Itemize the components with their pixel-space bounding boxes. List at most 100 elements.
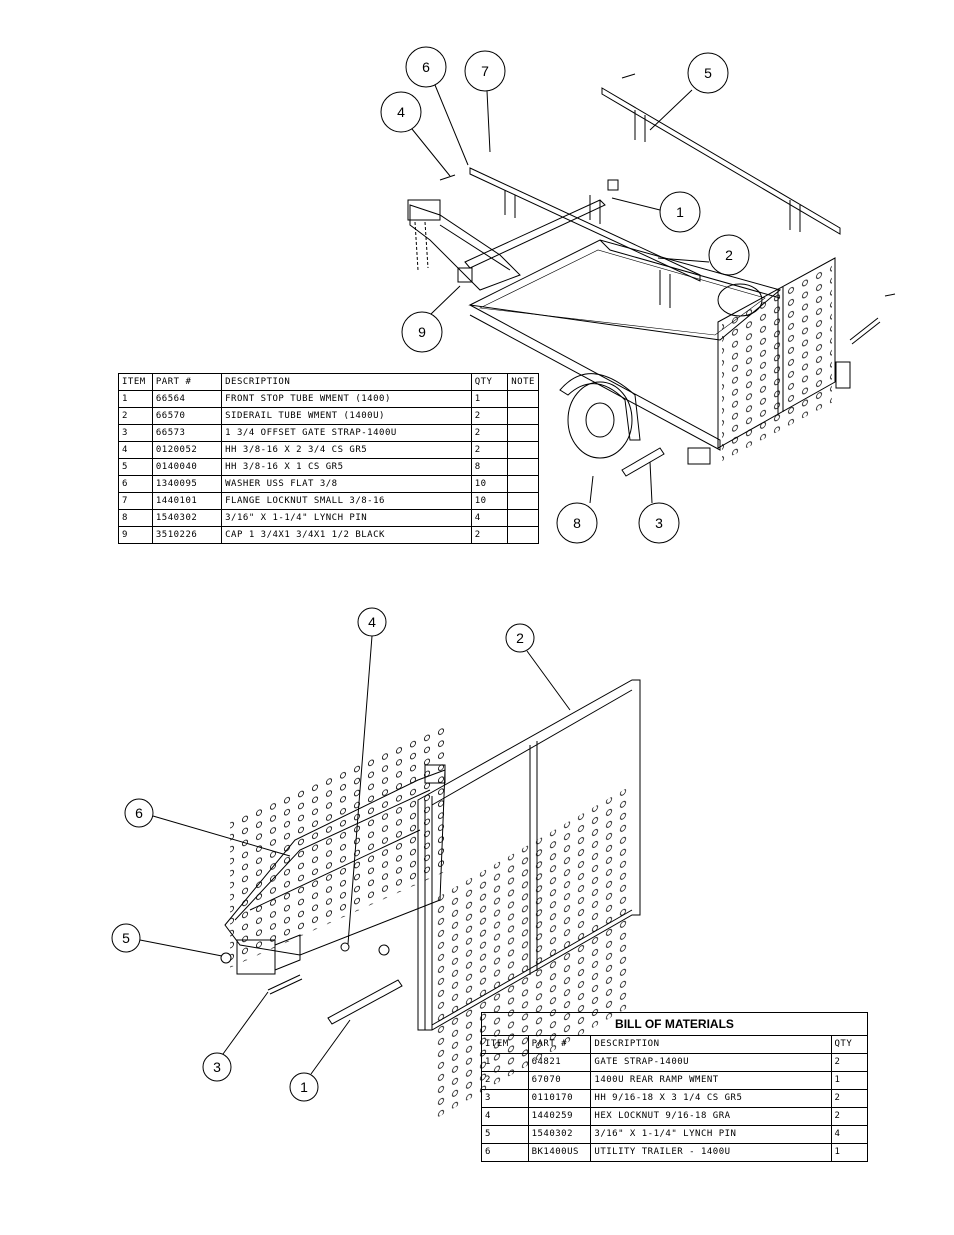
cell-description: FLANGE LOCKNUT SMALL 3/8-16 <box>221 492 472 510</box>
cell-qty: 2 <box>830 1053 869 1072</box>
cell-description: WASHER USS FLAT 3/8 <box>221 475 472 493</box>
balloon-label-5: 5 <box>704 65 712 81</box>
cell-part: 66570 <box>151 407 223 425</box>
bom-table-bottom: BILL OF MATERIALS ITEM PART # DESCRIPTIO… <box>481 1012 869 1162</box>
cell-item: 7 <box>118 492 153 510</box>
cell-description: HH 9/16-18 X 3 1/4 CS GR5 <box>590 1089 832 1108</box>
cell-description: FRONT STOP TUBE WMENT (1400) <box>221 390 472 408</box>
header-description: DESCRIPTION <box>590 1035 832 1054</box>
cell-qty: 2 <box>830 1107 869 1126</box>
cell-part: 1540302 <box>527 1125 592 1144</box>
cell-part: 1440101 <box>151 492 223 510</box>
header-description: DESCRIPTION <box>221 373 472 391</box>
balloon-label-1: 1 <box>676 204 684 220</box>
cell-qty: 10 <box>470 492 509 510</box>
cell-note <box>507 441 539 459</box>
balloon-label-b5: 5 <box>122 930 130 946</box>
cell-item: 1 <box>481 1053 529 1072</box>
balloon-b3 <box>202 1052 232 1082</box>
cell-note <box>507 390 539 408</box>
cell-description: UTILITY TRAILER - 1400U <box>590 1143 832 1162</box>
cell-item: 2 <box>481 1071 529 1090</box>
header-note: NOTE <box>507 373 539 391</box>
cell-description: GATE STRAP-1400U <box>590 1053 832 1072</box>
cell-part: 66573 <box>151 424 223 442</box>
cell-part: 1340095 <box>151 475 223 493</box>
cell-item: 4 <box>481 1107 529 1126</box>
cell-note <box>507 475 539 493</box>
safety-chain <box>414 221 429 271</box>
cell-qty: 2 <box>830 1089 869 1108</box>
siderail-tube-left <box>469 167 701 282</box>
cell-item: 4 <box>118 441 153 459</box>
cell-description: SIDERAIL TUBE WMENT (1400U) <box>221 407 472 425</box>
header-qty: QTY <box>830 1035 869 1054</box>
balloon-label-b6: 6 <box>135 805 143 821</box>
cell-part: 1540302 <box>151 509 223 527</box>
rear-ramp-frame <box>417 679 641 1031</box>
cell-description: HEX LOCKNUT 9/16-18 GRA <box>590 1107 832 1126</box>
balloon-label-4: 4 <box>397 104 405 120</box>
balloon-label-8: 8 <box>573 515 581 531</box>
cell-item: 2 <box>118 407 153 425</box>
cell-part: 0120052 <box>151 441 223 459</box>
balloon-label-b4: 4 <box>368 614 376 630</box>
bom-header-row: ITEM PART # DESCRIPTION QTY NOTE <box>118 373 539 391</box>
cell-qty: 8 <box>470 458 509 476</box>
balloon-label-7: 7 <box>481 63 489 79</box>
balloon-label-b1: 1 <box>300 1079 308 1095</box>
cell-qty: 2 <box>470 526 509 544</box>
cell-part: 1440259 <box>527 1107 592 1126</box>
header-part: PART # <box>527 1035 592 1054</box>
coupler <box>407 199 441 221</box>
cell-qty: 2 <box>470 424 509 442</box>
gate-strap <box>621 447 665 477</box>
cell-part: BK1400US <box>527 1143 592 1162</box>
cell-item: 3 <box>481 1089 529 1108</box>
balloons-top <box>380 46 750 544</box>
siderail-tube-right <box>601 87 841 235</box>
cell-description: 3/16" X 1-1/4" LYNCH PIN <box>221 509 472 527</box>
trailer-assembly <box>407 73 896 477</box>
cell-item: 6 <box>118 475 153 493</box>
cell-qty: 1 <box>470 390 509 408</box>
balloon-3 <box>638 502 680 544</box>
header-qty: QTY <box>470 373 509 391</box>
balloons-bottom <box>111 607 571 1102</box>
balloon-labels-bottom: 1 2 3 4 5 6 <box>122 614 524 1095</box>
balloon-b2 <box>505 623 535 653</box>
balloon-2 <box>708 234 750 276</box>
balloon-6 <box>405 46 447 88</box>
cell-item: 5 <box>118 458 153 476</box>
hex-bolt <box>267 974 303 995</box>
cell-description: 1400U REAR RAMP WMENT <box>590 1071 832 1090</box>
cell-note <box>507 458 539 476</box>
deck-frame <box>468 239 782 341</box>
balloon-1 <box>659 191 701 233</box>
cell-part: 3510226 <box>151 526 223 544</box>
balloon-label-3: 3 <box>655 515 663 531</box>
cell-qty: 10 <box>470 475 509 493</box>
balloon-label-2: 2 <box>725 247 733 263</box>
balloon-b6 <box>124 798 154 828</box>
balloon-7 <box>464 50 506 92</box>
balloon-4 <box>380 91 422 133</box>
cell-item: 8 <box>118 509 153 527</box>
balloon-8 <box>556 502 598 544</box>
bom-title-row: BILL OF MATERIALS <box>481 1012 868 1036</box>
header-item: ITEM <box>481 1035 529 1054</box>
cell-item: 3 <box>118 424 153 442</box>
cell-part: 66564 <box>151 390 223 408</box>
balloon-b5 <box>111 923 141 953</box>
bom-title: BILL OF MATERIALS <box>481 1012 868 1036</box>
